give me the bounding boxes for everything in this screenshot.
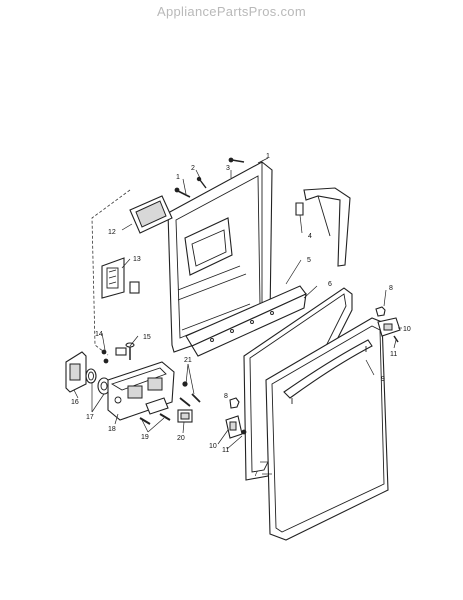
part-screw-2[interactable] — [196, 176, 207, 189]
callout-6: 6 — [328, 281, 332, 288]
part-door-stop[interactable] — [229, 397, 240, 409]
part-small-pins[interactable] — [101, 349, 109, 364]
callout-12: 12 — [108, 229, 116, 236]
assembly-guide-line — [91, 189, 131, 356]
part-hinge-bracket[interactable] — [295, 187, 351, 267]
callout-21: 21 — [184, 357, 192, 364]
leader-lines — [73, 157, 402, 475]
callout-3: 3 — [226, 165, 230, 172]
part-screw-1[interactable] — [174, 187, 191, 198]
part-side-latch-right[interactable] — [377, 317, 401, 343]
callout-9: 9 — [381, 376, 385, 383]
part-outer-door-panel[interactable] — [265, 317, 389, 541]
callout-13: 13 — [133, 256, 141, 263]
callout-15: 15 — [143, 334, 151, 341]
callout-10-left: 10 — [209, 443, 217, 450]
callout-16: 16 — [71, 399, 79, 406]
callout-18: 18 — [108, 426, 116, 433]
callout-11-left: 11 — [222, 447, 229, 454]
callout-20: 20 — [177, 435, 185, 442]
callout-1: 1 — [176, 174, 180, 181]
callout-17: 17 — [86, 414, 94, 421]
part-latch-block[interactable] — [177, 409, 193, 423]
part-springs[interactable] — [139, 397, 171, 425]
part-side-latch-left[interactable] — [225, 415, 247, 439]
callout-labels: 1 2 3 1 4 5 6 7 8 9 10 11 12 13 14 15 16… — [71, 153, 411, 478]
callout-1-top: 1 — [266, 153, 270, 160]
callout-2: 2 — [191, 165, 195, 172]
part-ring-seals[interactable] — [85, 368, 111, 395]
callout-10-right: 10 — [403, 326, 411, 333]
callout-5: 5 — [307, 257, 311, 264]
part-screw-top-right[interactable] — [228, 157, 245, 163]
watermark: AppliancePartsPros.com — [157, 4, 306, 19]
part-connector[interactable] — [115, 342, 135, 360]
part-latch-bracket[interactable] — [101, 257, 140, 299]
callout-14: 14 — [95, 331, 103, 338]
part-pins[interactable] — [179, 381, 201, 407]
callout-7: 7 — [254, 471, 258, 478]
callout-8: 8 — [389, 285, 393, 292]
part-control-unit[interactable] — [107, 361, 175, 421]
callout-19: 19 — [141, 434, 149, 441]
part-bumper[interactable] — [375, 306, 386, 317]
part-vent-frame[interactable] — [129, 195, 173, 234]
callout-4: 4 — [308, 233, 312, 240]
part-control-housing[interactable] — [65, 351, 87, 393]
callout-8-left: 8 — [224, 393, 228, 400]
part-door-strip[interactable] — [185, 285, 307, 357]
callout-11-right: 11 — [390, 351, 397, 358]
